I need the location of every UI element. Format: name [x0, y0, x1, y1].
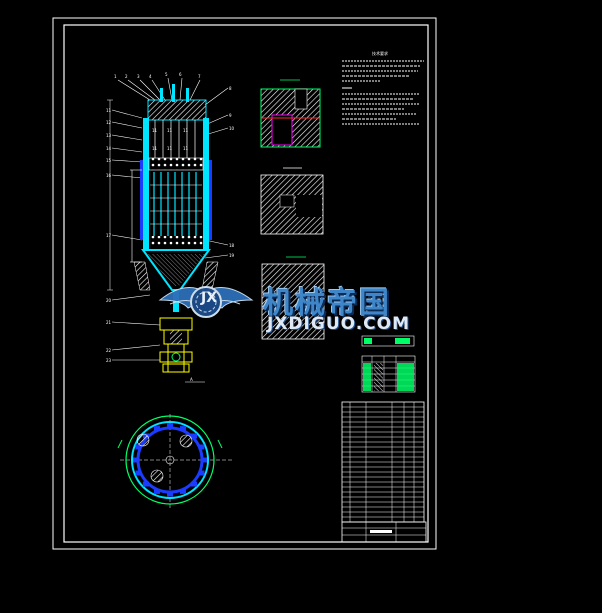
plan-view — [117, 414, 232, 510]
watermark-logo — [158, 286, 254, 318]
svg-text:11: 11 — [167, 128, 173, 133]
plan-bolt — [198, 470, 205, 476]
plan-bolt — [198, 444, 205, 450]
plan-bolt — [142, 481, 149, 487]
svg-text:9: 9 — [229, 113, 232, 118]
plan-bolt — [180, 488, 187, 494]
nozzle-table — [361, 335, 416, 393]
title-block — [341, 521, 427, 543]
outer-frame — [52, 17, 437, 550]
svg-text:18: 18 — [229, 243, 235, 248]
detail-view-3 — [261, 256, 325, 340]
svg-text:16: 16 — [106, 173, 112, 178]
svg-text:13: 13 — [106, 133, 112, 138]
svg-text:22: 22 — [106, 348, 112, 353]
watermark-brand-cn: 机械帝国 — [263, 286, 391, 321]
plan-bolt — [135, 470, 142, 476]
watermark-brand-url: JXDIGUO.COM — [267, 314, 411, 334]
svg-text:11: 11 — [152, 146, 158, 151]
bill-of-materials — [341, 401, 425, 523]
svg-text:技术要求: 技术要求 — [372, 50, 388, 56]
inner-frame — [63, 24, 429, 543]
svg-text:14: 14 — [106, 146, 112, 151]
svg-text:5: 5 — [165, 72, 168, 77]
svg-text:15: 15 — [106, 158, 112, 163]
plan-bolt — [133, 457, 139, 463]
svg-text:17: 17 — [106, 233, 112, 238]
svg-text:11: 11 — [167, 146, 173, 151]
technical-notes: 技术要求 — [342, 50, 424, 125]
svg-text:19: 19 — [229, 253, 235, 258]
watermark-logo-letters: JX — [201, 290, 218, 306]
plan-bolt — [167, 423, 173, 429]
plan-bolt — [167, 491, 173, 497]
svg-text:10: 10 — [229, 126, 235, 131]
svg-text:8: 8 — [229, 86, 232, 91]
svg-text:21: 21 — [106, 320, 112, 325]
plan-bolt — [191, 481, 198, 487]
svg-text:7: 7 — [198, 74, 201, 79]
svg-text:20: 20 — [106, 298, 112, 303]
plan-bolt — [153, 426, 160, 432]
svg-text:3: 3 — [137, 74, 140, 79]
plan-bolt — [153, 488, 160, 494]
plan-bolt — [180, 426, 187, 432]
svg-text:11: 11 — [152, 128, 158, 133]
svg-text:4: 4 — [149, 74, 152, 79]
svg-text:11: 11 — [183, 128, 189, 133]
svg-text:11: 11 — [106, 108, 112, 113]
detail-view-2 — [260, 167, 324, 235]
plan-bolt — [135, 444, 142, 450]
svg-text:11: 11 — [183, 146, 189, 151]
svg-text:1: 1 — [114, 74, 117, 79]
detail-view-1 — [260, 79, 321, 148]
plan-bolt — [191, 433, 198, 439]
svg-text:2: 2 — [125, 74, 128, 79]
plan-bolt — [201, 457, 207, 463]
svg-text:6: 6 — [179, 72, 182, 77]
svg-text:12: 12 — [106, 120, 112, 125]
svg-text:A: A — [190, 377, 193, 382]
svg-text:23: 23 — [106, 358, 112, 363]
